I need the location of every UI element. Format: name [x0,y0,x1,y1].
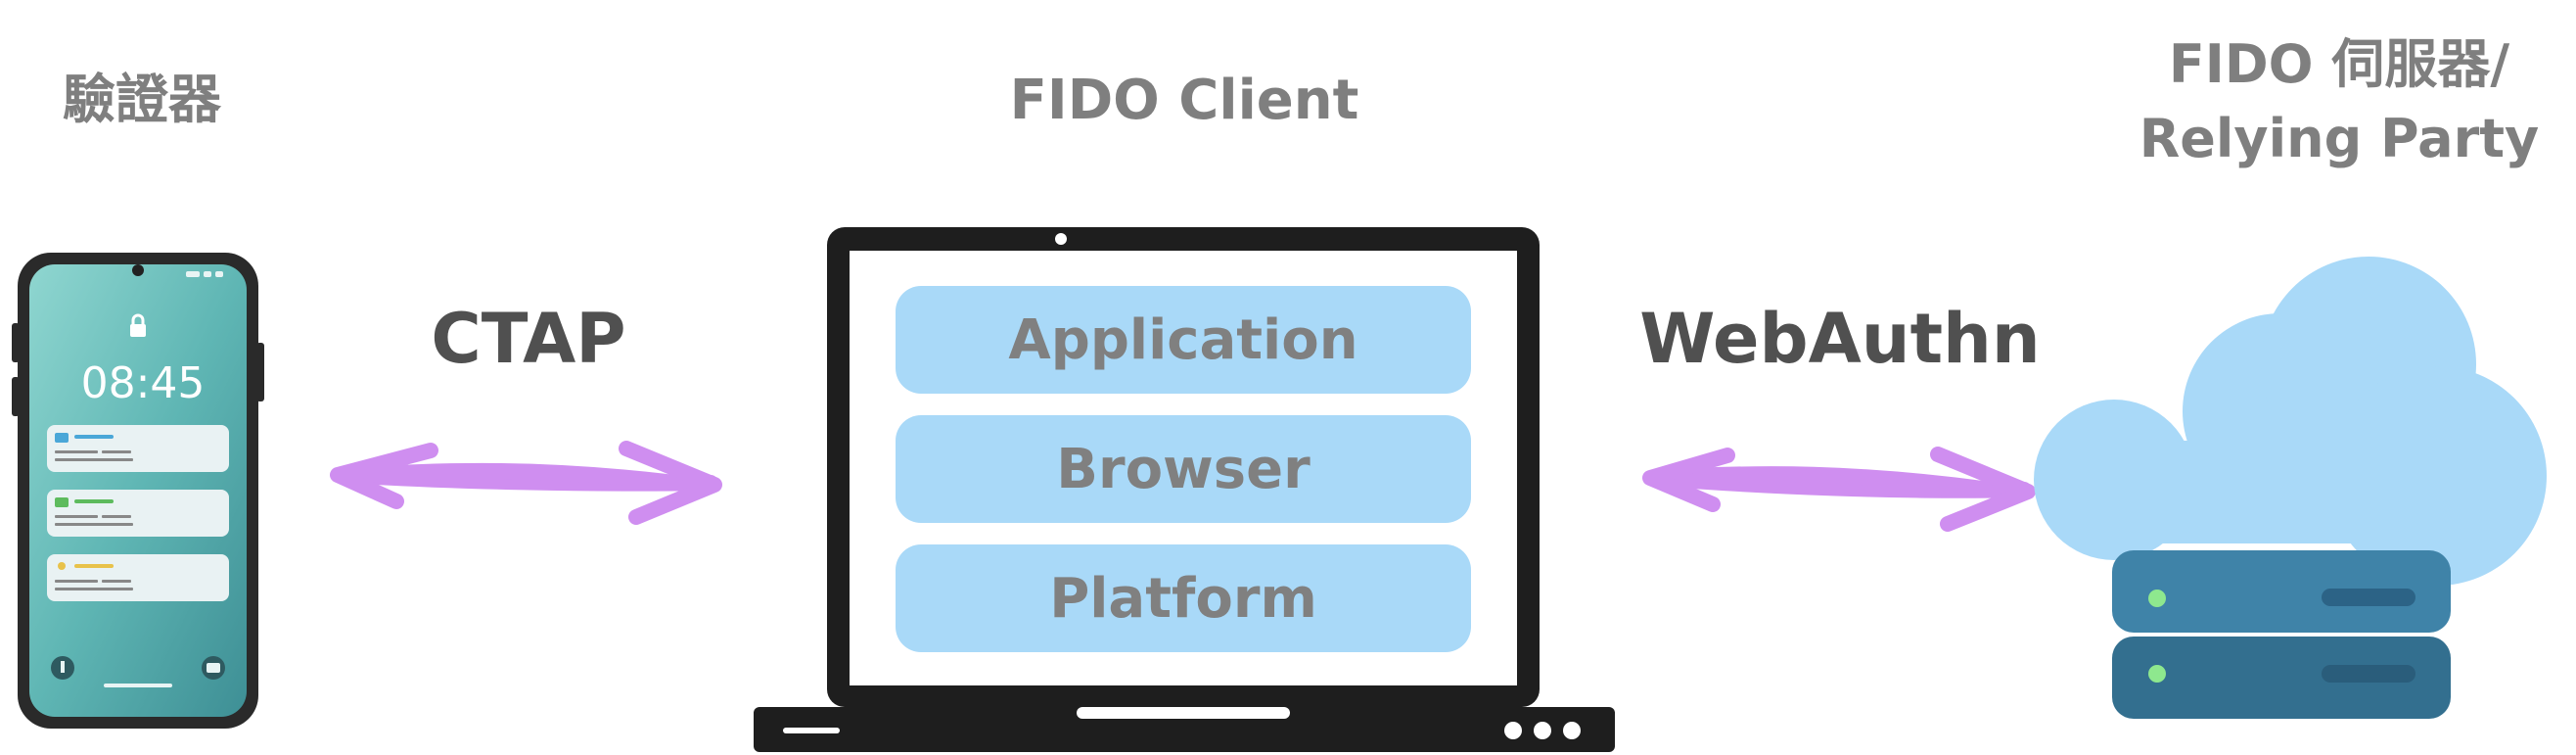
lock-icon [130,313,146,337]
authenticator-label: 驗證器 [63,69,221,130]
ctap-label: CTAP [431,299,626,379]
server-label-line1: FIDO 伺服器/ [2168,33,2510,95]
notification-card [47,425,229,472]
cloud-icon [2034,257,2547,586]
phone-clock: 08:45 [81,358,206,408]
layer-platform: Platform [896,544,1471,652]
layer-browser: Browser [896,415,1471,523]
server-label-line2: Relying Party [2139,108,2540,169]
webauthn-bidirectional-arrow [1642,447,2036,532]
notification-card [47,490,229,537]
ctap-bidirectional-arrow [330,441,722,525]
notification-card [47,554,229,601]
client-label: FIDO Client [1009,69,1359,132]
server-icon [2112,550,2451,719]
smartphone-icon: 08:45 [12,253,264,729]
layer-application: Application [896,286,1471,394]
webauthn-label: WebAuthn [1639,299,2041,379]
